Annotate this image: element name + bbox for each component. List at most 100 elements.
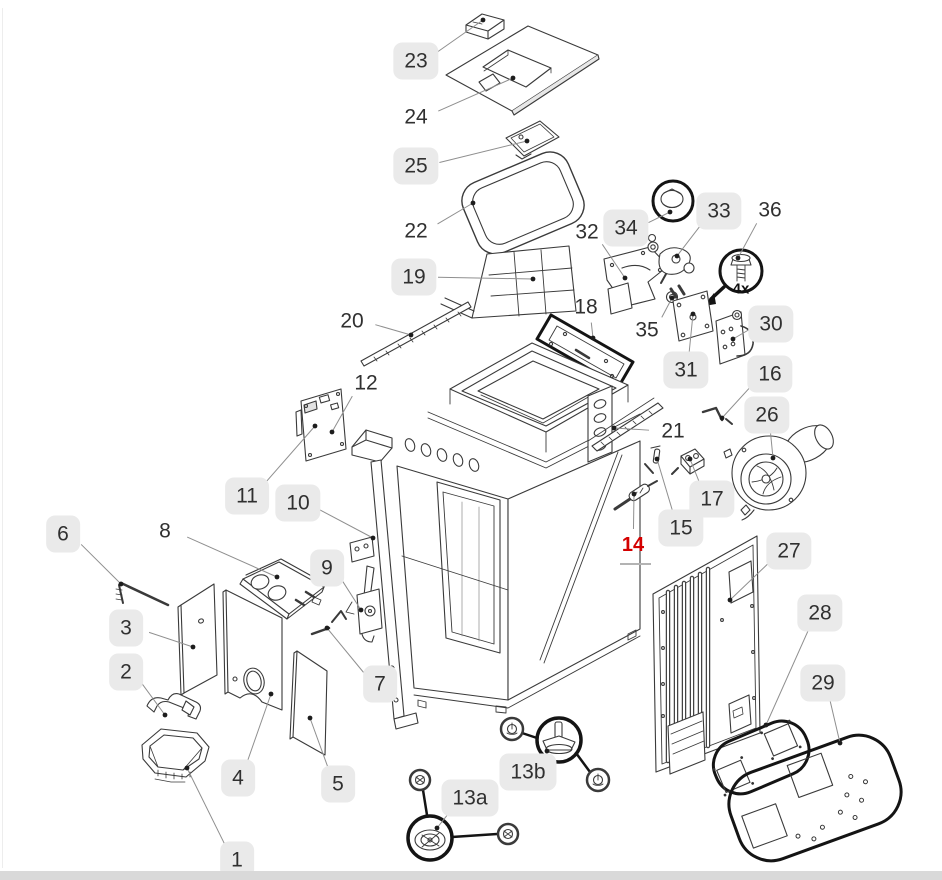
leader-line-2 bbox=[141, 683, 166, 716]
leader-line-29 bbox=[829, 698, 841, 744]
leader-line-35 bbox=[661, 297, 673, 318]
part-dot-17 bbox=[687, 456, 693, 462]
callout-32[interactable]: 32 bbox=[575, 220, 599, 244]
part-dot-19 bbox=[530, 276, 536, 282]
part-dot-28 bbox=[763, 722, 769, 728]
part-26-drawing bbox=[723, 424, 834, 521]
stove-body-drawing bbox=[396, 342, 641, 714]
part-36-drawing bbox=[704, 248, 764, 306]
leader-line-15 bbox=[656, 458, 674, 514]
callout-11[interactable]: 11 bbox=[225, 477, 269, 515]
callout-27[interactable]: 27 bbox=[766, 532, 812, 570]
callout-23[interactable]: 23 bbox=[393, 42, 439, 80]
part-dot-24 bbox=[510, 75, 516, 81]
callout-33[interactable]: 33 bbox=[696, 192, 742, 230]
leader-line-32 bbox=[601, 244, 626, 279]
part-dot-7 bbox=[324, 625, 330, 631]
part-6-drawing bbox=[115, 581, 170, 607]
callout-28[interactable]: 28 bbox=[797, 594, 843, 632]
callout-9[interactable]: 9 bbox=[310, 549, 344, 587]
leader-line-20 bbox=[375, 324, 412, 336]
callout-13b[interactable]: 13b bbox=[499, 753, 557, 791]
leader-line-5 bbox=[309, 717, 330, 770]
part-dot-9 bbox=[358, 607, 364, 613]
leader-line-16 bbox=[721, 384, 753, 419]
leader-line-23 bbox=[436, 19, 484, 54]
leader-line-31 bbox=[688, 313, 694, 355]
leader-line-27 bbox=[729, 560, 771, 601]
callout-3[interactable]: 3 bbox=[109, 609, 143, 647]
callout-30[interactable]: 30 bbox=[748, 305, 794, 343]
part-5-drawing bbox=[289, 650, 328, 756]
leader-line-10 bbox=[319, 509, 374, 539]
part-17-drawing bbox=[671, 448, 705, 475]
callout-16[interactable]: 16 bbox=[747, 355, 793, 393]
part-dot-31 bbox=[690, 311, 696, 317]
part-dot-36 bbox=[735, 255, 741, 261]
part-13a-drawing bbox=[406, 768, 520, 862]
leader-line-6 bbox=[80, 544, 122, 585]
part-dot-21 bbox=[611, 425, 617, 431]
leader-line-18 bbox=[590, 322, 594, 339]
part-2-drawing bbox=[146, 693, 202, 720]
part-25-drawing bbox=[505, 120, 560, 160]
callout-6[interactable]: 6 bbox=[46, 515, 80, 553]
callout-26[interactable]: 26 bbox=[744, 396, 790, 434]
leader-line-1 bbox=[186, 767, 226, 847]
part-dot-35 bbox=[669, 295, 675, 301]
part-30-drawing bbox=[715, 309, 755, 365]
part-dot-27 bbox=[727, 597, 733, 603]
part-dot-23 bbox=[480, 17, 486, 23]
callout-36[interactable]: 36 bbox=[758, 198, 782, 222]
part-dot-30 bbox=[730, 336, 736, 342]
callout-20[interactable]: 20 bbox=[340, 309, 364, 333]
part-dot-4 bbox=[268, 691, 274, 697]
part-dot-11 bbox=[312, 423, 318, 429]
part-dot-1 bbox=[184, 765, 190, 771]
callout-12[interactable]: 12 bbox=[354, 371, 378, 395]
callout-2[interactable]: 2 bbox=[109, 653, 143, 691]
callout-10[interactable]: 10 bbox=[275, 484, 321, 522]
leader-line-26 bbox=[769, 430, 774, 459]
part-dot-3 bbox=[190, 644, 196, 650]
callout-21[interactable]: 21 bbox=[661, 419, 685, 443]
callout-17[interactable]: 17 bbox=[689, 480, 735, 518]
callout-29[interactable]: 29 bbox=[800, 664, 846, 702]
callout-31[interactable]: 31 bbox=[663, 351, 709, 389]
part-dot-25 bbox=[524, 138, 530, 144]
part-dot-6 bbox=[118, 581, 124, 587]
part-dot-29 bbox=[837, 740, 843, 746]
part-dot-8 bbox=[274, 574, 280, 580]
part-dot-33 bbox=[674, 253, 680, 259]
part-23-drawing bbox=[465, 13, 505, 40]
part-dot-14 bbox=[631, 491, 637, 497]
part-dot-5 bbox=[307, 715, 313, 721]
callout-14[interactable]: 14 bbox=[621, 534, 645, 556]
leader-line-24 bbox=[438, 77, 514, 112]
callout-22[interactable]: 22 bbox=[404, 219, 428, 243]
part-dot-12 bbox=[329, 429, 335, 435]
leader-line-14 bbox=[632, 493, 635, 530]
part-20-drawing bbox=[360, 301, 472, 367]
callout-4[interactable]: 4 bbox=[221, 759, 255, 797]
callout-7[interactable]: 7 bbox=[363, 665, 397, 703]
part-33-drawing bbox=[658, 247, 695, 284]
page-footer-strip bbox=[0, 871, 942, 880]
callout-8[interactable]: 8 bbox=[159, 519, 171, 543]
callout-13a[interactable]: 13a bbox=[441, 779, 499, 817]
callout-15[interactable]: 15 bbox=[658, 509, 704, 547]
callout-5[interactable]: 5 bbox=[321, 765, 355, 803]
callout-34[interactable]: 34 bbox=[603, 209, 649, 247]
part-29-drawing bbox=[727, 733, 903, 863]
leader-line-36 bbox=[737, 223, 758, 259]
callout-19[interactable]: 19 bbox=[391, 258, 437, 296]
callout-24[interactable]: 24 bbox=[404, 105, 428, 129]
callout-18[interactable]: 18 bbox=[574, 295, 598, 319]
callout-25[interactable]: 25 bbox=[393, 147, 439, 185]
callout-35[interactable]: 35 bbox=[635, 318, 659, 342]
part-16-drawing bbox=[701, 406, 733, 425]
part-dot-10 bbox=[370, 535, 376, 541]
leader-line-19 bbox=[437, 276, 534, 280]
